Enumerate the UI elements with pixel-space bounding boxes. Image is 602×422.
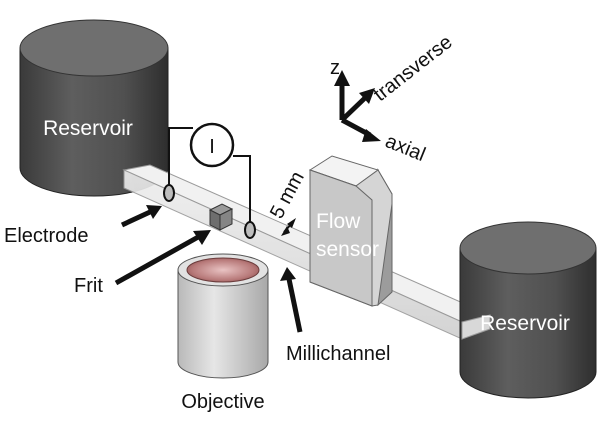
electrode-right <box>244 221 256 239</box>
objective-label: Objective <box>181 391 264 413</box>
objective-lens <box>186 257 260 283</box>
reservoir-right-label: Reservoir <box>480 312 570 335</box>
current-meter <box>189 122 235 168</box>
electrode-left <box>163 184 175 202</box>
frit <box>208 203 234 231</box>
flow-sensor: Flow sensor <box>308 155 393 307</box>
axis-transverse-label: transverse <box>370 31 457 106</box>
millichannel-pointer <box>280 267 303 333</box>
reservoir-left: Reservoir <box>19 19 169 197</box>
flow-sensor-label-2: sensor <box>316 238 379 261</box>
reservoir-left-label: Reservoir <box>43 117 133 140</box>
dimension-label: 5 mm <box>266 168 309 222</box>
millichannel-label: Millichannel <box>286 343 391 365</box>
meter-label: I <box>209 136 215 158</box>
axis-axial-label: axial <box>382 130 428 166</box>
objective: Objective <box>177 253 269 413</box>
flow-sensor-label-1: Flow <box>316 210 361 233</box>
axis-z-label: z <box>330 57 340 79</box>
electrode-pointer <box>120 205 162 228</box>
meter-circuit: I <box>168 122 251 222</box>
frit-pointer <box>114 230 211 286</box>
electrode-label: Electrode <box>4 225 89 247</box>
reservoir-right: Reservoir <box>459 221 597 399</box>
frit-label: Frit <box>74 275 103 297</box>
axis-triad: z transverse axial <box>330 31 457 166</box>
